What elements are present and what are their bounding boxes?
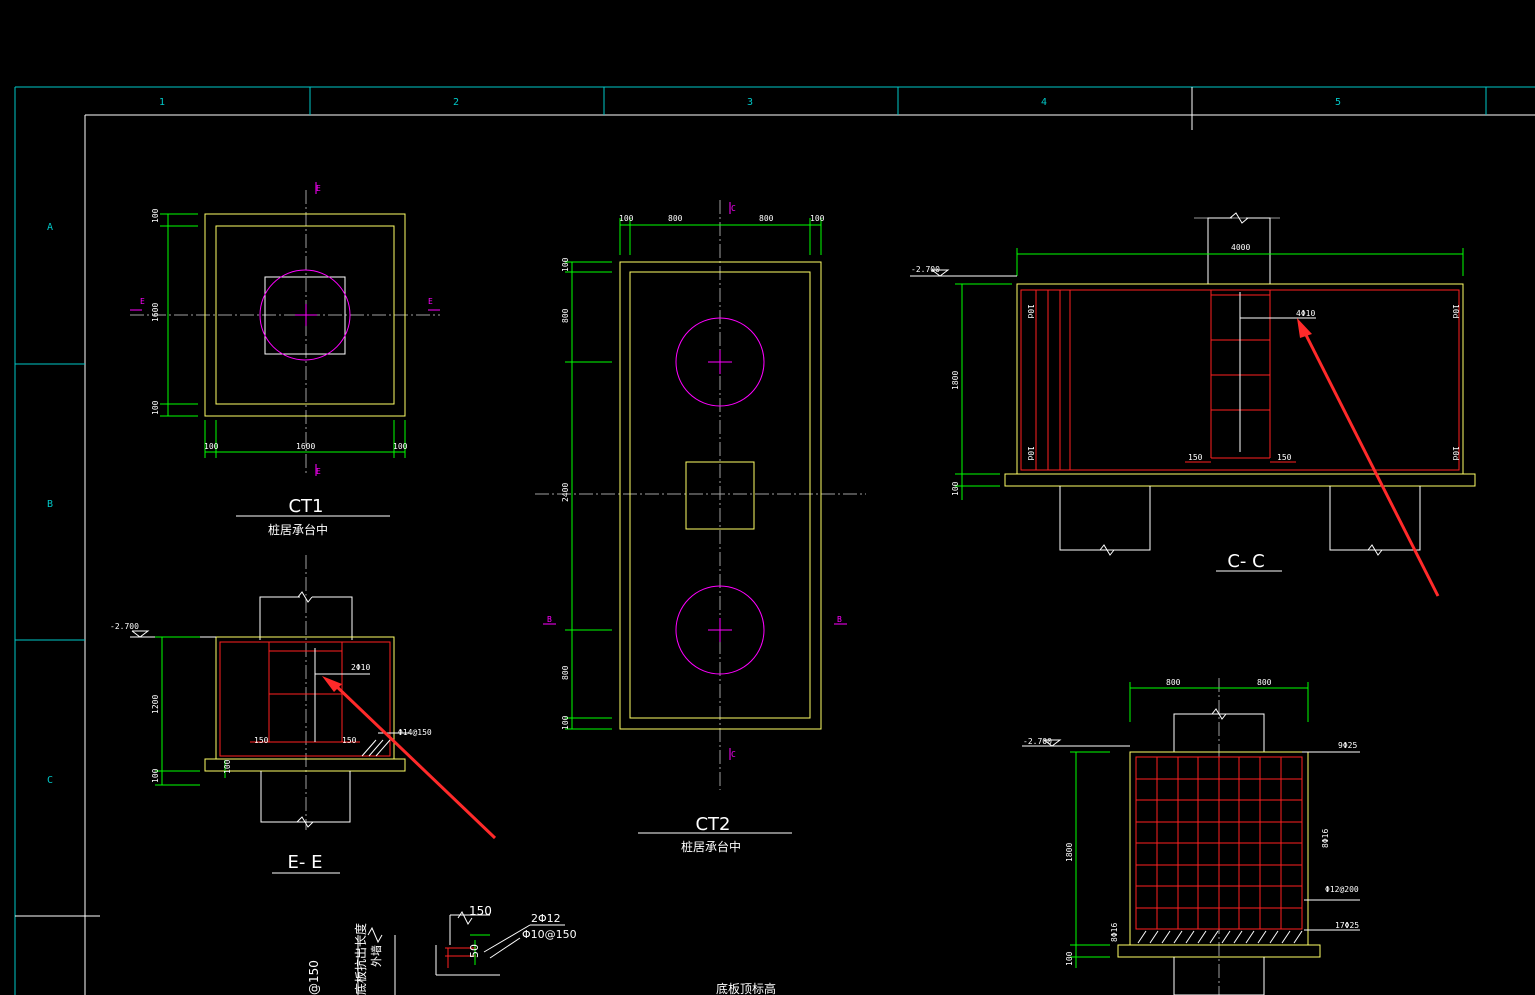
cc-elevation: -2.700 bbox=[911, 265, 940, 274]
ct1-dim-right: 100 bbox=[393, 442, 408, 451]
ct2-cut-right: B bbox=[837, 615, 842, 624]
ct2-pile-bottom bbox=[675, 585, 765, 675]
ee-anchor-left: 150 bbox=[254, 736, 269, 745]
b-base: 100 bbox=[1065, 951, 1074, 966]
ct2-cut-left: B bbox=[547, 615, 552, 624]
wall-detail[interactable]: 150 50 2Φ12 Φ10@150 外墙 底板抗出长度 @150 底板顶标高 bbox=[307, 904, 776, 995]
column-label-1: 1 bbox=[159, 97, 165, 108]
arrow-cc-head bbox=[1297, 318, 1312, 338]
ct2-dim-top-1: 100 bbox=[619, 214, 634, 223]
cc-anchor-right: 150 bbox=[1277, 453, 1292, 462]
ct1-cut-left: E bbox=[140, 297, 145, 306]
detail-stirrups: Φ10@150 bbox=[522, 928, 577, 941]
ct2-dim-top-2: 800 bbox=[668, 214, 683, 223]
detail-bars: 2Φ12 bbox=[531, 912, 561, 925]
ee-base: 100 bbox=[151, 768, 160, 783]
ct2-cut-top: C bbox=[731, 204, 736, 213]
ct2-title: CT2 bbox=[695, 814, 730, 835]
ct2-dim-top-3: 800 bbox=[759, 214, 774, 223]
ct1-plan[interactable]: 100 1600 100 100 1600 100 E E E E CT1 桩居… bbox=[130, 182, 440, 537]
cc-anchor-left: 150 bbox=[1188, 453, 1203, 462]
b-dim-right: 800 bbox=[1257, 678, 1272, 687]
ee-stirrups: Φ14@150 bbox=[398, 728, 432, 737]
b-side-bars: 8Φ16 bbox=[1321, 829, 1330, 848]
ct1-pile-circle bbox=[259, 269, 351, 361]
ct2-dim-v-2: 800 bbox=[561, 308, 570, 323]
ct1-dim-top: 100 bbox=[151, 208, 160, 223]
ct2-cut-bottom: C bbox=[731, 750, 736, 759]
cc-edge-rt: 10d bbox=[1451, 304, 1460, 319]
detail-anchor: 底板抗出长度 bbox=[353, 923, 368, 995]
detail-slab-top: 底板顶标高 bbox=[716, 981, 776, 995]
detail-dim-150: 150 bbox=[469, 904, 492, 918]
row-label-a: A bbox=[47, 222, 53, 233]
cc-edge-lb: 10d bbox=[1026, 446, 1035, 461]
ct1-subtitle: 桩居承台中 bbox=[268, 522, 328, 537]
ee-elevation: -2.700 bbox=[110, 622, 139, 631]
annotation-arrows bbox=[322, 318, 1440, 840]
b-dim-left: 800 bbox=[1166, 678, 1181, 687]
ct2-dim-v-3: 2400 bbox=[561, 483, 570, 502]
ct1-dim-width: 1600 bbox=[296, 442, 315, 451]
row-labels: A B C bbox=[47, 222, 53, 786]
column-label-3: 3 bbox=[747, 97, 753, 108]
cc-base: 100 bbox=[951, 481, 960, 496]
ct1-dim-side: 1600 bbox=[151, 303, 160, 322]
column-labels: 1 2 3 4 5 bbox=[159, 97, 1341, 108]
cc-height: 1800 bbox=[951, 371, 960, 390]
arrow-cc-line bbox=[1303, 332, 1440, 597]
arrow-ee-line bbox=[332, 682, 497, 840]
ee-height: 1200 bbox=[151, 695, 160, 714]
ct1-cut-right: E bbox=[428, 297, 433, 306]
section-c-c[interactable]: -2.700 4000 1800 100 4Φ10 150 150 10d 10… bbox=[910, 212, 1476, 572]
column-label-5: 5 bbox=[1335, 97, 1341, 108]
ct2-subtitle: 桩居承台中 bbox=[681, 839, 741, 854]
b-bottom-bars: 17Φ25 bbox=[1335, 921, 1359, 930]
ee-title: E- E bbox=[288, 852, 323, 873]
ct2-pile-top bbox=[675, 317, 765, 407]
ct1-cut-bottom: E bbox=[316, 467, 321, 476]
column-label-2: 2 bbox=[453, 97, 459, 108]
detail-outer-wall: 外墙 bbox=[369, 945, 383, 967]
section-e-e[interactable]: -2.700 1200 100 100 150 150 2Φ10 Φ14@150… bbox=[110, 555, 432, 874]
ct2-plan[interactable]: 100 800 800 100 100 800 2400 800 100 C C… bbox=[535, 200, 866, 854]
b-top-bars: 9Φ25 bbox=[1338, 741, 1357, 750]
ct1-cut-top: E bbox=[316, 184, 321, 193]
cc-title: C- C bbox=[1227, 551, 1264, 572]
ct1-dim-bottom: 100 bbox=[151, 400, 160, 415]
ct2-dim-v-4: 800 bbox=[561, 665, 570, 680]
arrow-ee-head bbox=[322, 676, 342, 692]
column-label-4: 4 bbox=[1041, 97, 1047, 108]
ee-cover: 100 bbox=[223, 759, 232, 774]
ee-top-bars: 2Φ10 bbox=[351, 663, 370, 672]
cc-edge-rb: 10d bbox=[1451, 446, 1460, 461]
ct1-title: CT1 bbox=[288, 496, 323, 517]
b-left-bars: 8Φ16 bbox=[1110, 923, 1119, 942]
ct2-dim-v-5: 100 bbox=[561, 715, 570, 730]
b-elevation: -2.700 bbox=[1023, 737, 1052, 746]
cc-edge-lt: 10d bbox=[1026, 304, 1035, 319]
ee-anchor-right: 150 bbox=[342, 736, 357, 745]
cc-width: 4000 bbox=[1231, 243, 1250, 252]
detail-dim-50: 50 bbox=[468, 944, 481, 958]
row-label-b: B bbox=[47, 499, 53, 510]
ct2-dim-v-1: 100 bbox=[561, 257, 570, 272]
section-b[interactable]: -2.700 800 800 1800 100 9Φ25 8Φ16 Φ12@20… bbox=[1022, 678, 1360, 995]
cc-top-bars: 4Φ10 bbox=[1296, 309, 1315, 318]
b-height: 1800 bbox=[1065, 843, 1074, 862]
drawing-frame bbox=[14, 86, 1535, 995]
detail-spacing: @150 bbox=[307, 960, 321, 995]
row-label-c: C bbox=[47, 775, 53, 786]
ct2-dim-top-4: 100 bbox=[810, 214, 825, 223]
ct1-dim-left: 100 bbox=[204, 442, 219, 451]
b-stirrups: Φ12@200 bbox=[1325, 885, 1359, 894]
